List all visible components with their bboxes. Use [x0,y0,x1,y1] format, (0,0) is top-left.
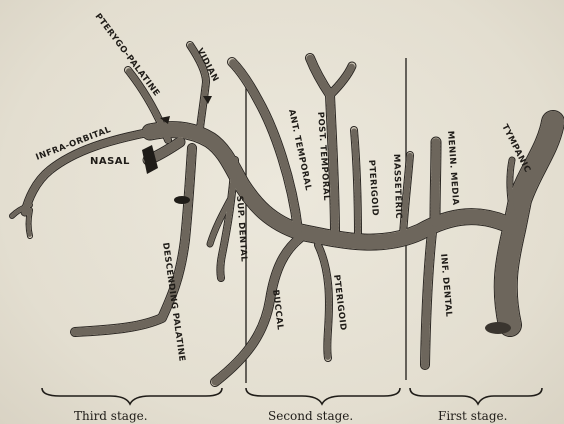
first-stage-brace [410,388,542,404]
label-pterygoid-upper: PTERIGOID [366,160,380,217]
label-pterygoid-lower: PTERIGOID [331,274,348,331]
nasal-stump-mark [142,145,158,174]
label-pterygo-palatine: PTERYGO-PALATINE [93,12,162,99]
first-stage-label: First stage. [438,409,507,423]
second-stage-brace [246,388,400,404]
trunk-cut-end [485,322,511,334]
third-stage-brace [42,388,222,404]
label-tympanic: TYMPANIC [499,123,532,175]
palatine-ring-mark [174,196,190,204]
third-stage-label: Third stage. [74,409,148,423]
second-stage-label: Second stage. [268,409,353,423]
label-menin-media: MENIN. MEDIA [445,131,460,206]
label-nasal: NASAL [90,156,130,167]
label-inf-dental: INF. DENTAL [438,253,454,317]
label-masseteric: MASSETERIC [391,154,403,220]
